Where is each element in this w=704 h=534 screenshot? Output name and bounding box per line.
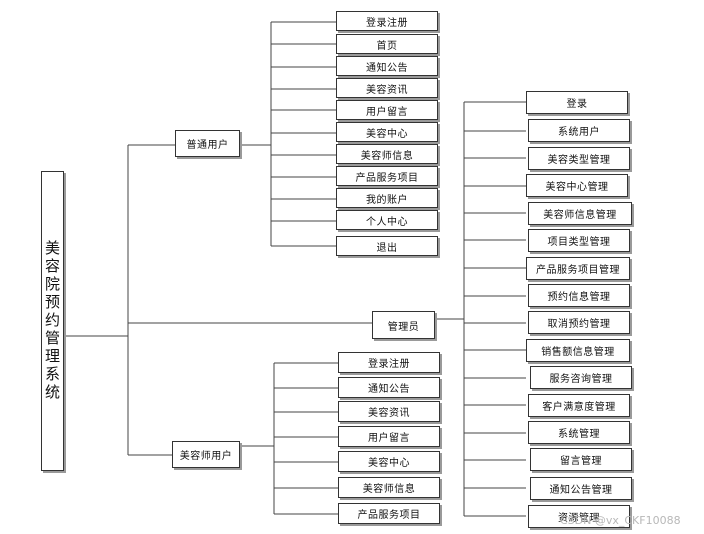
admin-function-item: 资源管理	[528, 505, 630, 528]
user-function-item: 个人中心	[336, 210, 438, 230]
beautician-function-item: 产品服务项目	[338, 503, 440, 524]
admin-function-item: 销售额信息管理	[526, 339, 630, 362]
beautician-function-item: 用户留言	[338, 426, 440, 447]
admin-function-item: 通知公告管理	[530, 477, 632, 500]
admin-function-item: 美容类型管理	[528, 147, 630, 170]
user-function-item: 美容师信息	[336, 144, 438, 164]
user-function-item: 退出	[336, 236, 438, 256]
user-function-item: 产品服务项目	[336, 166, 438, 186]
role-user: 普通用户	[175, 130, 240, 157]
admin-function-item: 美容师信息管理	[528, 202, 632, 225]
beautician-function-item: 通知公告	[338, 377, 440, 398]
beautician-function-item: 美容中心	[338, 451, 440, 472]
user-function-item: 登录注册	[336, 11, 438, 31]
user-function-item: 用户留言	[336, 100, 438, 120]
user-function-item: 首页	[336, 34, 438, 54]
admin-function-item: 预约信息管理	[528, 284, 630, 307]
role-beautician: 美容师用户	[172, 441, 240, 468]
user-function-item: 通知公告	[336, 56, 438, 76]
root-node: 美容院预约管理系统	[41, 171, 64, 471]
user-function-item: 美容资讯	[336, 78, 438, 98]
admin-function-item: 留言管理	[530, 448, 632, 471]
admin-function-item: 取消预约管理	[528, 311, 630, 334]
admin-function-item: 系统管理	[528, 421, 630, 444]
admin-function-item: 系统用户	[528, 119, 630, 142]
beautician-function-item: 美容师信息	[338, 477, 440, 498]
beautician-function-item: 登录注册	[338, 352, 440, 373]
admin-function-item: 服务咨询管理	[530, 366, 632, 389]
admin-function-item: 美容中心管理	[526, 174, 628, 197]
beautician-function-item: 美容资讯	[338, 401, 440, 422]
admin-function-item: 产品服务项目管理	[526, 257, 630, 280]
admin-function-item: 登录	[526, 91, 628, 114]
user-function-item: 美容中心	[336, 122, 438, 142]
watermark-text: CSDN @vx_CKF10088	[560, 514, 681, 527]
user-function-item: 我的账户	[336, 188, 438, 208]
admin-function-item: 项目类型管理	[528, 229, 630, 252]
admin-function-item: 客户满意度管理	[528, 394, 630, 417]
role-admin: 管理员	[372, 311, 435, 339]
